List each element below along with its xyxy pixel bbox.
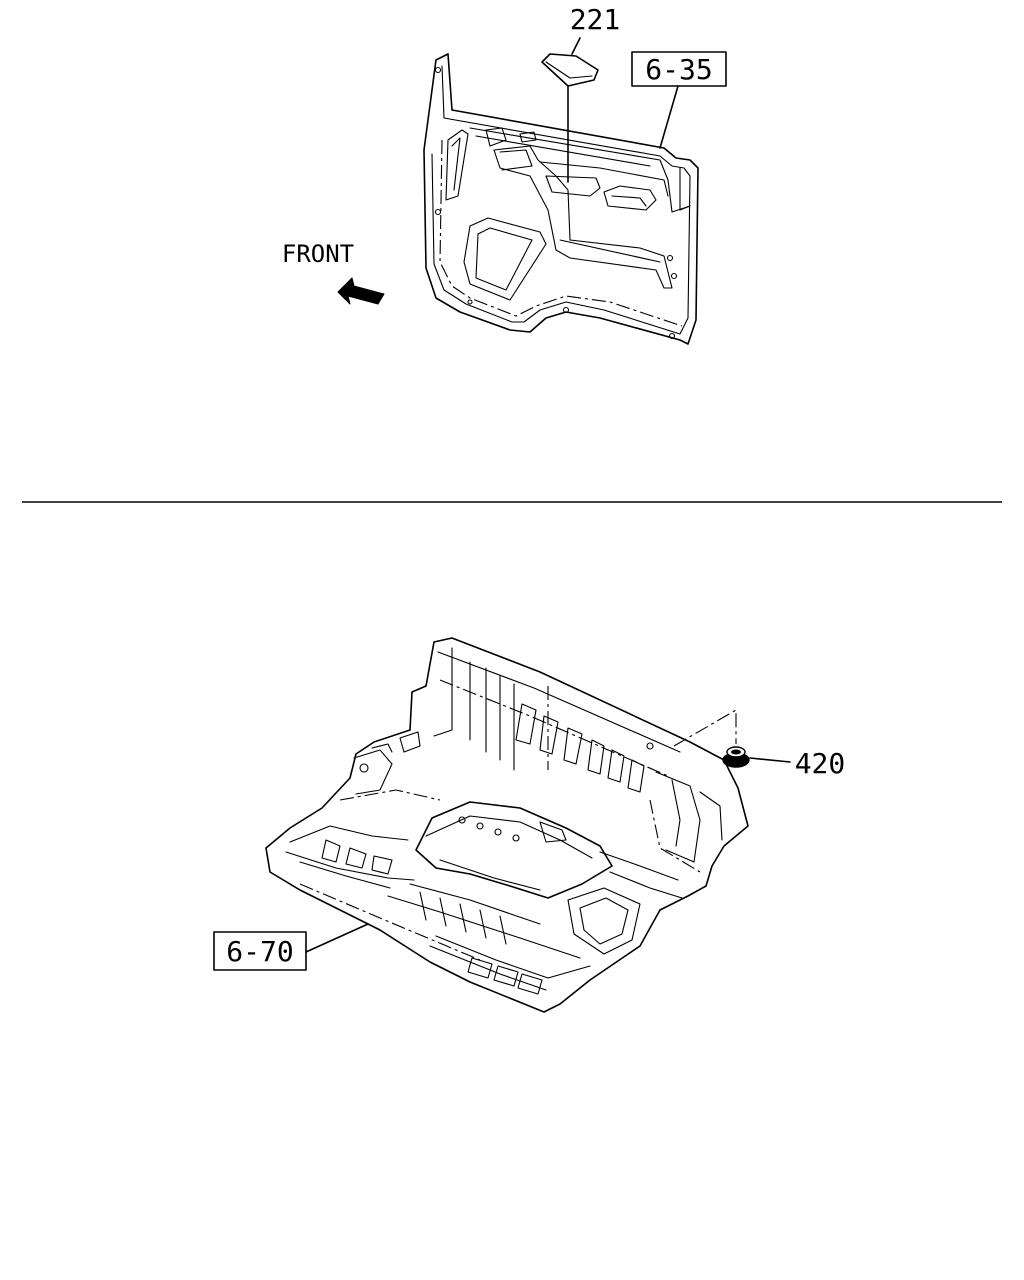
cab-floor-panel <box>265 637 749 1013</box>
ref-6-70-text: 6-70 <box>226 935 293 968</box>
ref-box-6-70[interactable]: 6-70 <box>213 931 307 971</box>
arrow-up-left-icon <box>337 277 385 305</box>
part-420-grommet <box>722 746 750 768</box>
leader-420-dash <box>673 709 737 747</box>
leader-6-70 <box>305 923 369 953</box>
leader-6-35 <box>659 85 679 149</box>
label-221: 221 <box>570 3 621 36</box>
ref-box-6-35[interactable]: 6-35 <box>631 51 727 87</box>
leader-221-top <box>571 37 581 55</box>
part-221-pad <box>541 53 599 87</box>
front-label: FRONT <box>282 240 354 268</box>
ref-6-35-text: 6-35 <box>645 53 712 86</box>
label-420: 420 <box>795 747 846 780</box>
door-trim-panel <box>423 53 699 345</box>
leader-420 <box>749 757 791 763</box>
